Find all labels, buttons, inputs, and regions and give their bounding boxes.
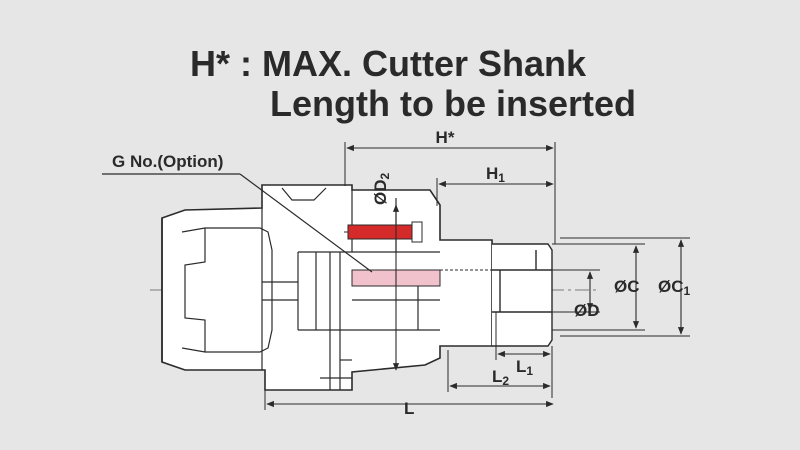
holder-body [161, 184, 493, 391]
h1-subscript: 1 [498, 171, 505, 185]
l2-main: L [492, 367, 502, 386]
g-no-label: G No.(Option) [112, 152, 223, 171]
hsk-inner-contour-2 [184, 228, 206, 352]
drive-slot [281, 187, 327, 201]
l2-subscript: 2 [502, 374, 509, 388]
h1-label: H1 [486, 164, 505, 185]
c1-label: ØC1 [658, 277, 691, 298]
c1-subscript: 1 [684, 284, 691, 298]
l-label: L [404, 399, 414, 418]
d2-subscript: 2 [378, 173, 392, 180]
c-label: ØC [614, 277, 640, 296]
l1-main: L [516, 357, 526, 376]
l1-label: L1 [516, 357, 533, 378]
h-star-label: H* [436, 128, 455, 147]
d2-label: ØD2 [371, 173, 392, 206]
g-no-leader [239, 173, 373, 273]
l1-subscript: 1 [526, 364, 533, 378]
title-line-1: H* : MAX. Cutter Shank [190, 43, 587, 84]
nose-tube [492, 243, 553, 347]
hsk-inner-contour [181, 227, 273, 353]
d-label: ØD [574, 301, 600, 320]
d2-main: ØD [371, 180, 390, 206]
h1-main: H [486, 164, 498, 183]
title-line-2: Length to be inserted [270, 83, 637, 124]
l2-label: L2 [492, 367, 509, 388]
g-screw [344, 221, 423, 243]
c1-main: ØC [658, 277, 684, 296]
